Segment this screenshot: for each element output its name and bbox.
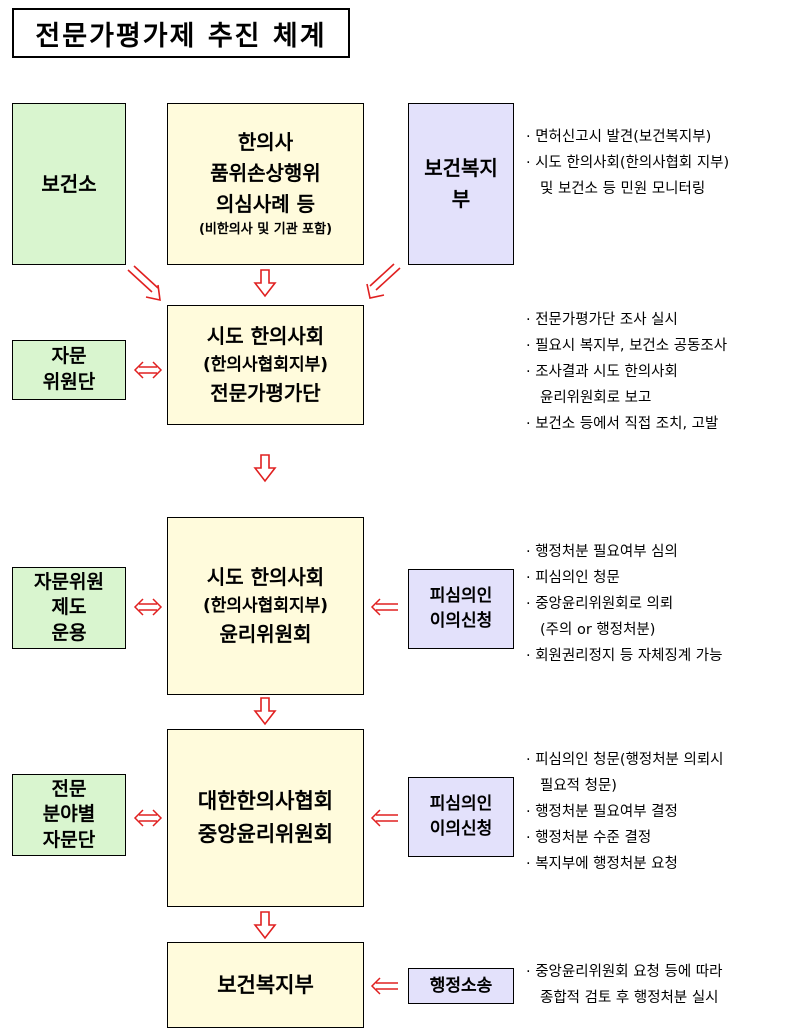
report-cases-box: 한의사 품위손상행위 의심사례 등 (비한의사 및 기관 포함) <box>167 103 364 265</box>
central-line-1: 대한한의사협회 <box>197 789 334 814</box>
bidirectional-arrow-icon <box>133 809 163 827</box>
note-item: · 중앙윤리위원회 요청 등에 따라 <box>526 964 723 980</box>
expert-eval-box: 시도 한의사회 (한의사협회지부) 전문가평가단 <box>167 305 364 425</box>
advisory-group-line-1: 자문 <box>51 345 87 368</box>
bidirectional-arrow-icon <box>133 361 163 379</box>
advisory-system-line-2: 제도 <box>51 596 87 619</box>
notes-ministry: · 중앙윤리위원회 요청 등에 따라 종합적 검토 후 행정처분 실시 <box>526 959 722 1011</box>
note-item: 종합적 검토 후 행정처분 실시 <box>540 990 719 1006</box>
down-arrow-icon <box>254 697 276 725</box>
lawsuit-label: 행정소송 <box>429 975 493 996</box>
report-line-1: 한의사 <box>237 130 294 155</box>
advisory-system-box: 자문위원 제도 운용 <box>12 567 126 649</box>
advisory-group-line-2: 위원단 <box>42 371 96 393</box>
note-item: · 행정처분 필요여부 심의 <box>526 544 678 560</box>
central-ethics-box: 대한한의사협회 중앙윤리위원회 <box>167 729 364 907</box>
report-line-2: 품위손상행위 <box>210 161 321 186</box>
bidirectional-arrow-icon <box>133 598 163 616</box>
specialist-advisory-box: 전문 분야별 자문단 <box>12 774 126 856</box>
note-item: · 면허신고시 발견(보건복지부) <box>526 129 712 145</box>
note-item: · 복지부에 행정처분 요청 <box>526 856 678 872</box>
lawsuit-box: 행정소송 <box>408 968 514 1004</box>
down-arrow-icon <box>254 269 276 297</box>
diagonal-arrow-left-icon <box>127 265 161 302</box>
central-line-2: 중앙윤리위원회 <box>197 822 334 846</box>
ministry-top-line-2: 부 <box>451 187 471 211</box>
note-item: · 보건소 등에서 직접 조치, 고발 <box>526 416 719 432</box>
note-item: · 행정처분 필요여부 결정 <box>526 804 678 820</box>
note-item: · 피심의인 청문 <box>526 570 620 586</box>
page-title: 전문가평가제 추진 체계 <box>12 8 350 58</box>
appeal-2-line-2: 이의신청 <box>429 819 493 839</box>
appeal-1-line-2: 이의신청 <box>429 611 493 631</box>
note-item: 필요적 청문) <box>540 778 617 794</box>
note-item: · 행정처분 수준 결정 <box>526 830 652 846</box>
report-line-4: (비한의사 및 기관 포함) <box>198 222 333 238</box>
ministry-top-box: 보건복지 부 <box>408 103 514 265</box>
note-item: · 피심의인 청문(행정처분 의뢰시 <box>526 752 724 768</box>
left-arrow-icon <box>370 977 398 995</box>
advisory-system-line-1: 자문위원 <box>34 570 104 593</box>
notes-eval: · 전문가평가단 조사 실시 · 필요시 복지부, 보건소 공동조사 · 조사결… <box>526 307 727 437</box>
note-item: 및 보건소 등 민원 모니터링 <box>540 181 706 197</box>
advisory-system-line-3: 운용 <box>51 621 87 644</box>
appeal-box-2: 피심의인 이의신청 <box>408 777 514 857</box>
notes-central: · 피심의인 청문(행정처분 의뢰시 필요적 청문) · 행정처분 필요여부 결… <box>526 747 724 877</box>
specialist-line-2: 분야별 <box>42 803 96 826</box>
ethics-line-1: 시도 한의사회 <box>206 564 325 589</box>
health-center-label: 보건소 <box>41 171 97 196</box>
ethics-committee-box: 시도 한의사회 (한의사협회지부) 윤리위원회 <box>167 517 364 695</box>
ethics-line-2: (한의사협회지부) <box>202 595 329 616</box>
notes-report: · 면허신고시 발견(보건복지부) · 시도 한의사회(한의사협회 지부) 및 … <box>526 124 729 202</box>
note-item: · 필요시 복지부, 보건소 공동조사 <box>526 338 728 354</box>
left-arrow-icon <box>370 598 398 616</box>
appeal-1-line-1: 피심의인 <box>429 586 493 607</box>
note-item: · 중앙윤리위원회로 의뢰 <box>526 596 674 612</box>
down-arrow-icon <box>254 454 276 482</box>
expert-eval-line-3: 전문가평가단 <box>210 381 321 406</box>
ministry-bottom-box: 보건복지부 <box>167 942 364 1028</box>
diagonal-arrow-right-icon <box>366 263 401 299</box>
down-arrow-icon <box>254 911 276 939</box>
ministry-bottom-label: 보건복지부 <box>217 972 314 997</box>
specialist-line-1: 전문 <box>51 777 87 800</box>
specialist-line-3: 자문단 <box>42 828 96 851</box>
appeal-box-1: 피심의인 이의신청 <box>408 569 514 649</box>
left-arrow-icon <box>370 809 398 827</box>
ethics-line-3: 윤리위원회 <box>219 622 312 647</box>
notes-ethics: · 행정처분 필요여부 심의 · 피심의인 청문 · 중앙윤리위원회로 의뢰 (… <box>526 539 722 669</box>
appeal-2-line-1: 피심의인 <box>429 794 493 815</box>
expert-eval-line-2: (한의사협회지부) <box>202 354 329 375</box>
health-center-box: 보건소 <box>12 103 126 265</box>
note-item: · 전문가평가단 조사 실시 <box>526 312 678 328</box>
note-item: · 회원권리정지 등 자체징계 가능 <box>526 648 723 664</box>
note-item: · 시도 한의사회(한의사협회 지부) <box>526 155 730 171</box>
expert-eval-line-1: 시도 한의사회 <box>206 323 325 348</box>
report-line-3: 의심사례 등 <box>216 192 315 217</box>
advisory-group-box: 자문 위원단 <box>12 340 126 400</box>
note-item: (주의 or 행정처분) <box>540 622 656 638</box>
note-item: 윤리위원회로 보고 <box>540 390 652 406</box>
ministry-top-line-1: 보건복지 <box>424 156 498 180</box>
note-item: · 조사결과 시도 한의사회 <box>526 364 678 380</box>
